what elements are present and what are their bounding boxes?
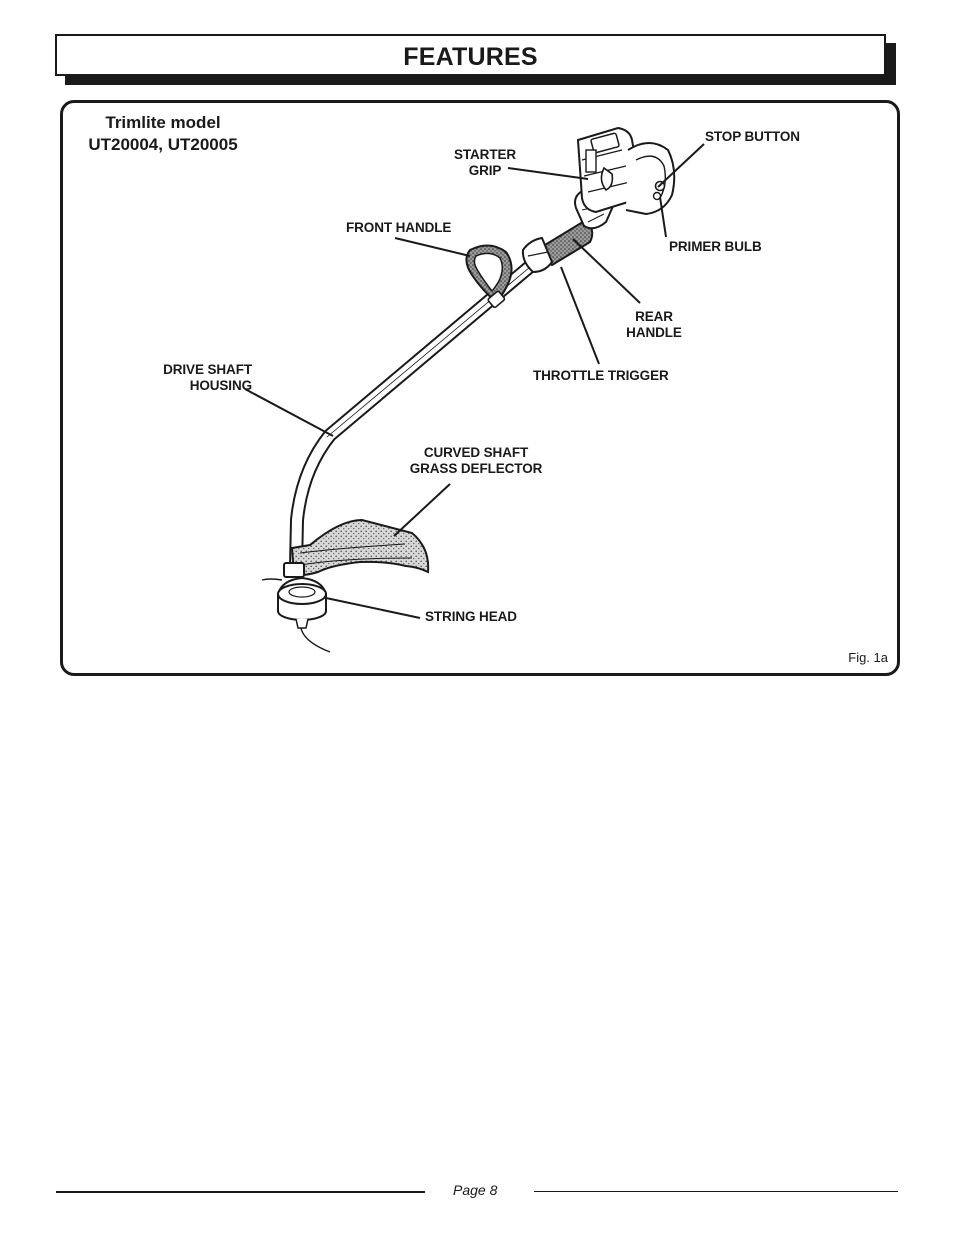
page-title: FEATURES bbox=[403, 42, 538, 71]
grass-deflector bbox=[290, 518, 430, 577]
label-rear-handle-line2: HANDLE bbox=[626, 325, 682, 340]
label-rear-handle-line1: REAR bbox=[635, 309, 673, 324]
label-stop-button: STOP BUTTON bbox=[705, 129, 800, 144]
trimmer-illustration bbox=[244, 126, 705, 653]
label-primer-bulb: PRIMER BULB bbox=[669, 239, 762, 254]
rear-handle bbox=[521, 218, 594, 274]
footer-rule-right bbox=[534, 1191, 898, 1192]
model-title-line1: Trimlite model bbox=[105, 113, 221, 132]
footer-rule-left bbox=[56, 1191, 425, 1193]
string-head bbox=[261, 562, 331, 653]
label-curved-shaft-line1: CURVED SHAFT bbox=[423, 445, 529, 460]
leader-lines bbox=[244, 143, 705, 619]
model-title-line2: UT20004, UT20005 bbox=[88, 135, 238, 154]
label-string-head: STRING HEAD bbox=[425, 609, 517, 624]
label-drive-shaft-housing: DRIVE SHAFT HOUSING bbox=[150, 362, 252, 394]
label-rear-handle: REAR HANDLE bbox=[622, 309, 686, 341]
drive-shaft bbox=[289, 251, 547, 573]
label-starter-grip-line1: STARTER bbox=[453, 147, 517, 162]
label-drive-shaft-line2: HOUSING bbox=[189, 378, 252, 393]
figure-frame bbox=[60, 100, 900, 676]
label-drive-shaft-line1: DRIVE SHAFT bbox=[163, 362, 252, 377]
label-front-handle: FRONT HANDLE bbox=[346, 220, 452, 235]
title-banner: FEATURES bbox=[55, 34, 886, 76]
label-starter-grip: STARTER GRIP bbox=[449, 147, 521, 179]
figure-caption: Fig. 1a bbox=[848, 650, 888, 665]
model-title: Trimlite model UT20004, UT20005 bbox=[70, 112, 256, 156]
label-starter-grip-line2: GRIP bbox=[468, 163, 502, 178]
label-throttle-trigger: THROTTLE TRIGGER bbox=[533, 368, 669, 383]
label-curved-shaft-line2: GRASS DEFLECTOR bbox=[409, 461, 543, 476]
front-handle bbox=[465, 244, 513, 309]
page-number: Page 8 bbox=[453, 1182, 498, 1198]
label-curved-shaft-grass-deflector: CURVED SHAFT GRASS DEFLECTOR bbox=[403, 445, 549, 477]
engine bbox=[574, 126, 676, 230]
